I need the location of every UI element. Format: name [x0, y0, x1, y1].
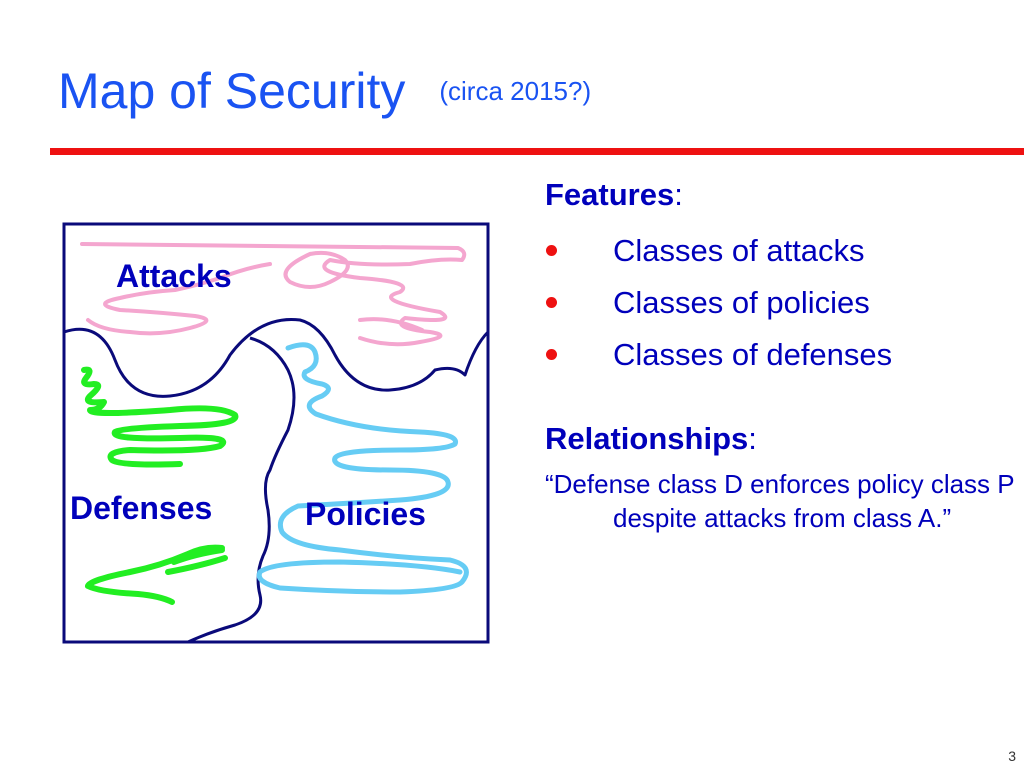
attacks-boundary	[63, 317, 490, 398]
features-item-attacks: Classes of attacks	[545, 225, 1015, 277]
diagram-frame	[62, 222, 490, 644]
slide-title: Map of Security (circa 2015?)	[58, 62, 591, 120]
features-heading-text: Features	[545, 177, 675, 212]
defenses-policies-boundary	[187, 336, 296, 644]
attacks-scribble	[80, 242, 467, 347]
features-item-defenses: Classes of defenses	[545, 329, 1015, 381]
title-divider	[50, 148, 1024, 155]
features-heading: Features:	[545, 177, 683, 212]
relationships-quote: “Defense class D enforces policy class P…	[545, 469, 1015, 533]
relationships-heading-text: Relationships	[545, 421, 749, 456]
policies-label: Policies	[305, 496, 426, 532]
features-item-policies: Classes of policies	[545, 277, 1015, 329]
defenses-scribble-upper	[81, 366, 239, 468]
features-list: Classes of attacks Classes of policies C…	[545, 225, 1015, 381]
title-main: Map of Security	[58, 63, 406, 119]
security-map-diagram: Attacks Defenses Policies	[62, 222, 490, 644]
page-number: 3	[1008, 748, 1016, 764]
title-subtitle: (circa 2015?)	[439, 76, 592, 106]
defenses-label: Defenses	[70, 490, 212, 526]
attacks-label: Attacks	[116, 258, 232, 294]
features-panel: Features: Classes of attacks Classes of …	[545, 175, 1015, 535]
policies-scribble	[256, 342, 469, 595]
defenses-scribble-lower	[85, 544, 228, 605]
relationships-heading: Relationships:	[545, 421, 757, 456]
